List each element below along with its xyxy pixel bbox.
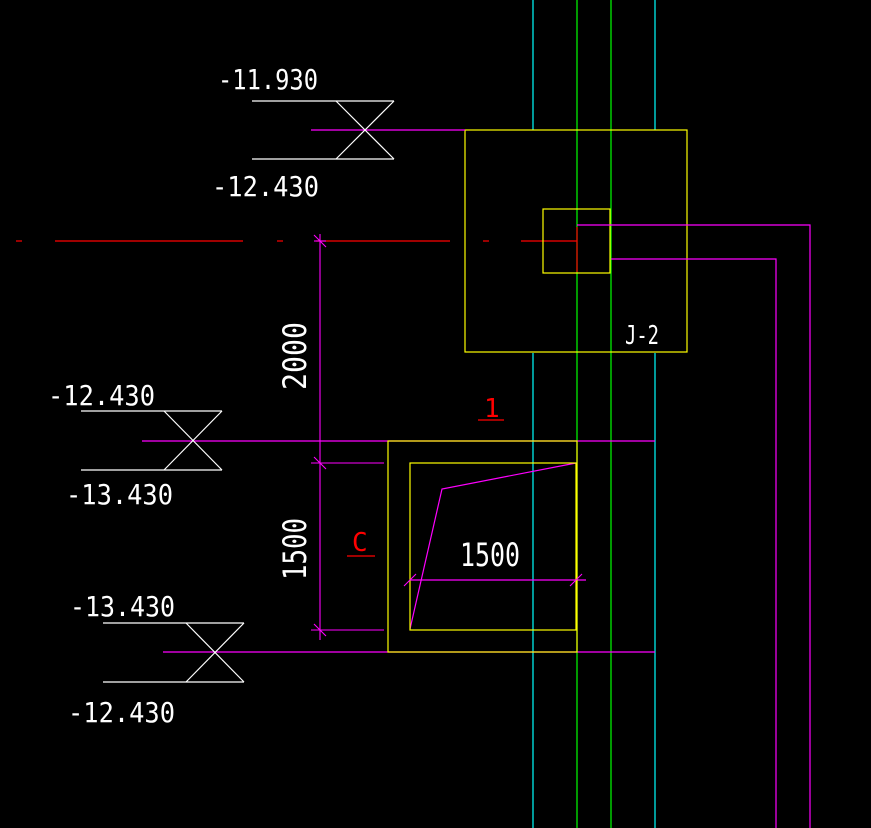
foundation-j2[interactable] [464, 129, 688, 353]
elevation-1-top: -11.930 [218, 63, 318, 96]
elevation-3-bottom: -12.430 [68, 696, 175, 729]
foundation-tag: J-2 [625, 321, 659, 351]
elevation-marker-3[interactable] [103, 622, 245, 683]
section-mark-label: 1 [484, 394, 500, 424]
elevation-markers [81, 100, 395, 683]
foundation-column-rect [542, 208, 611, 274]
section-mark-1[interactable]: 1 [478, 394, 504, 424]
dimension-2000: 2000 [276, 322, 314, 390]
dimension-1500-horizontal: 1500 [460, 536, 520, 574]
elevation-2-bottom: -13.430 [66, 478, 173, 511]
dimension-texts: 2000 1500 1500 [276, 322, 520, 580]
elevation-2-top: -12.430 [48, 379, 155, 412]
elevation-texts: -11.930 -12.430 -12.430 -13.430 -13.430 … [48, 63, 319, 729]
pit-mark-label: C [352, 528, 368, 558]
elevation-1-bottom: -12.430 [212, 170, 319, 203]
dimension-lines [311, 234, 583, 640]
elevation-marker-1[interactable] [252, 100, 395, 160]
pit-outer-rect [387, 440, 578, 653]
pit-mark-c[interactable]: C [347, 528, 375, 558]
dimension-1500-vertical: 1500 [276, 518, 314, 580]
magenta-pipes [142, 129, 811, 828]
red-centerline [16, 227, 578, 272]
vertical-pipes [532, 0, 656, 828]
pit-c[interactable] [387, 440, 578, 653]
pit-slope-line [409, 462, 577, 630]
elevation-marker-2[interactable] [81, 410, 223, 471]
pit-inner-rect [409, 462, 577, 631]
elevation-3-top: -13.430 [70, 590, 175, 623]
foundation-outer-rect [464, 129, 688, 353]
